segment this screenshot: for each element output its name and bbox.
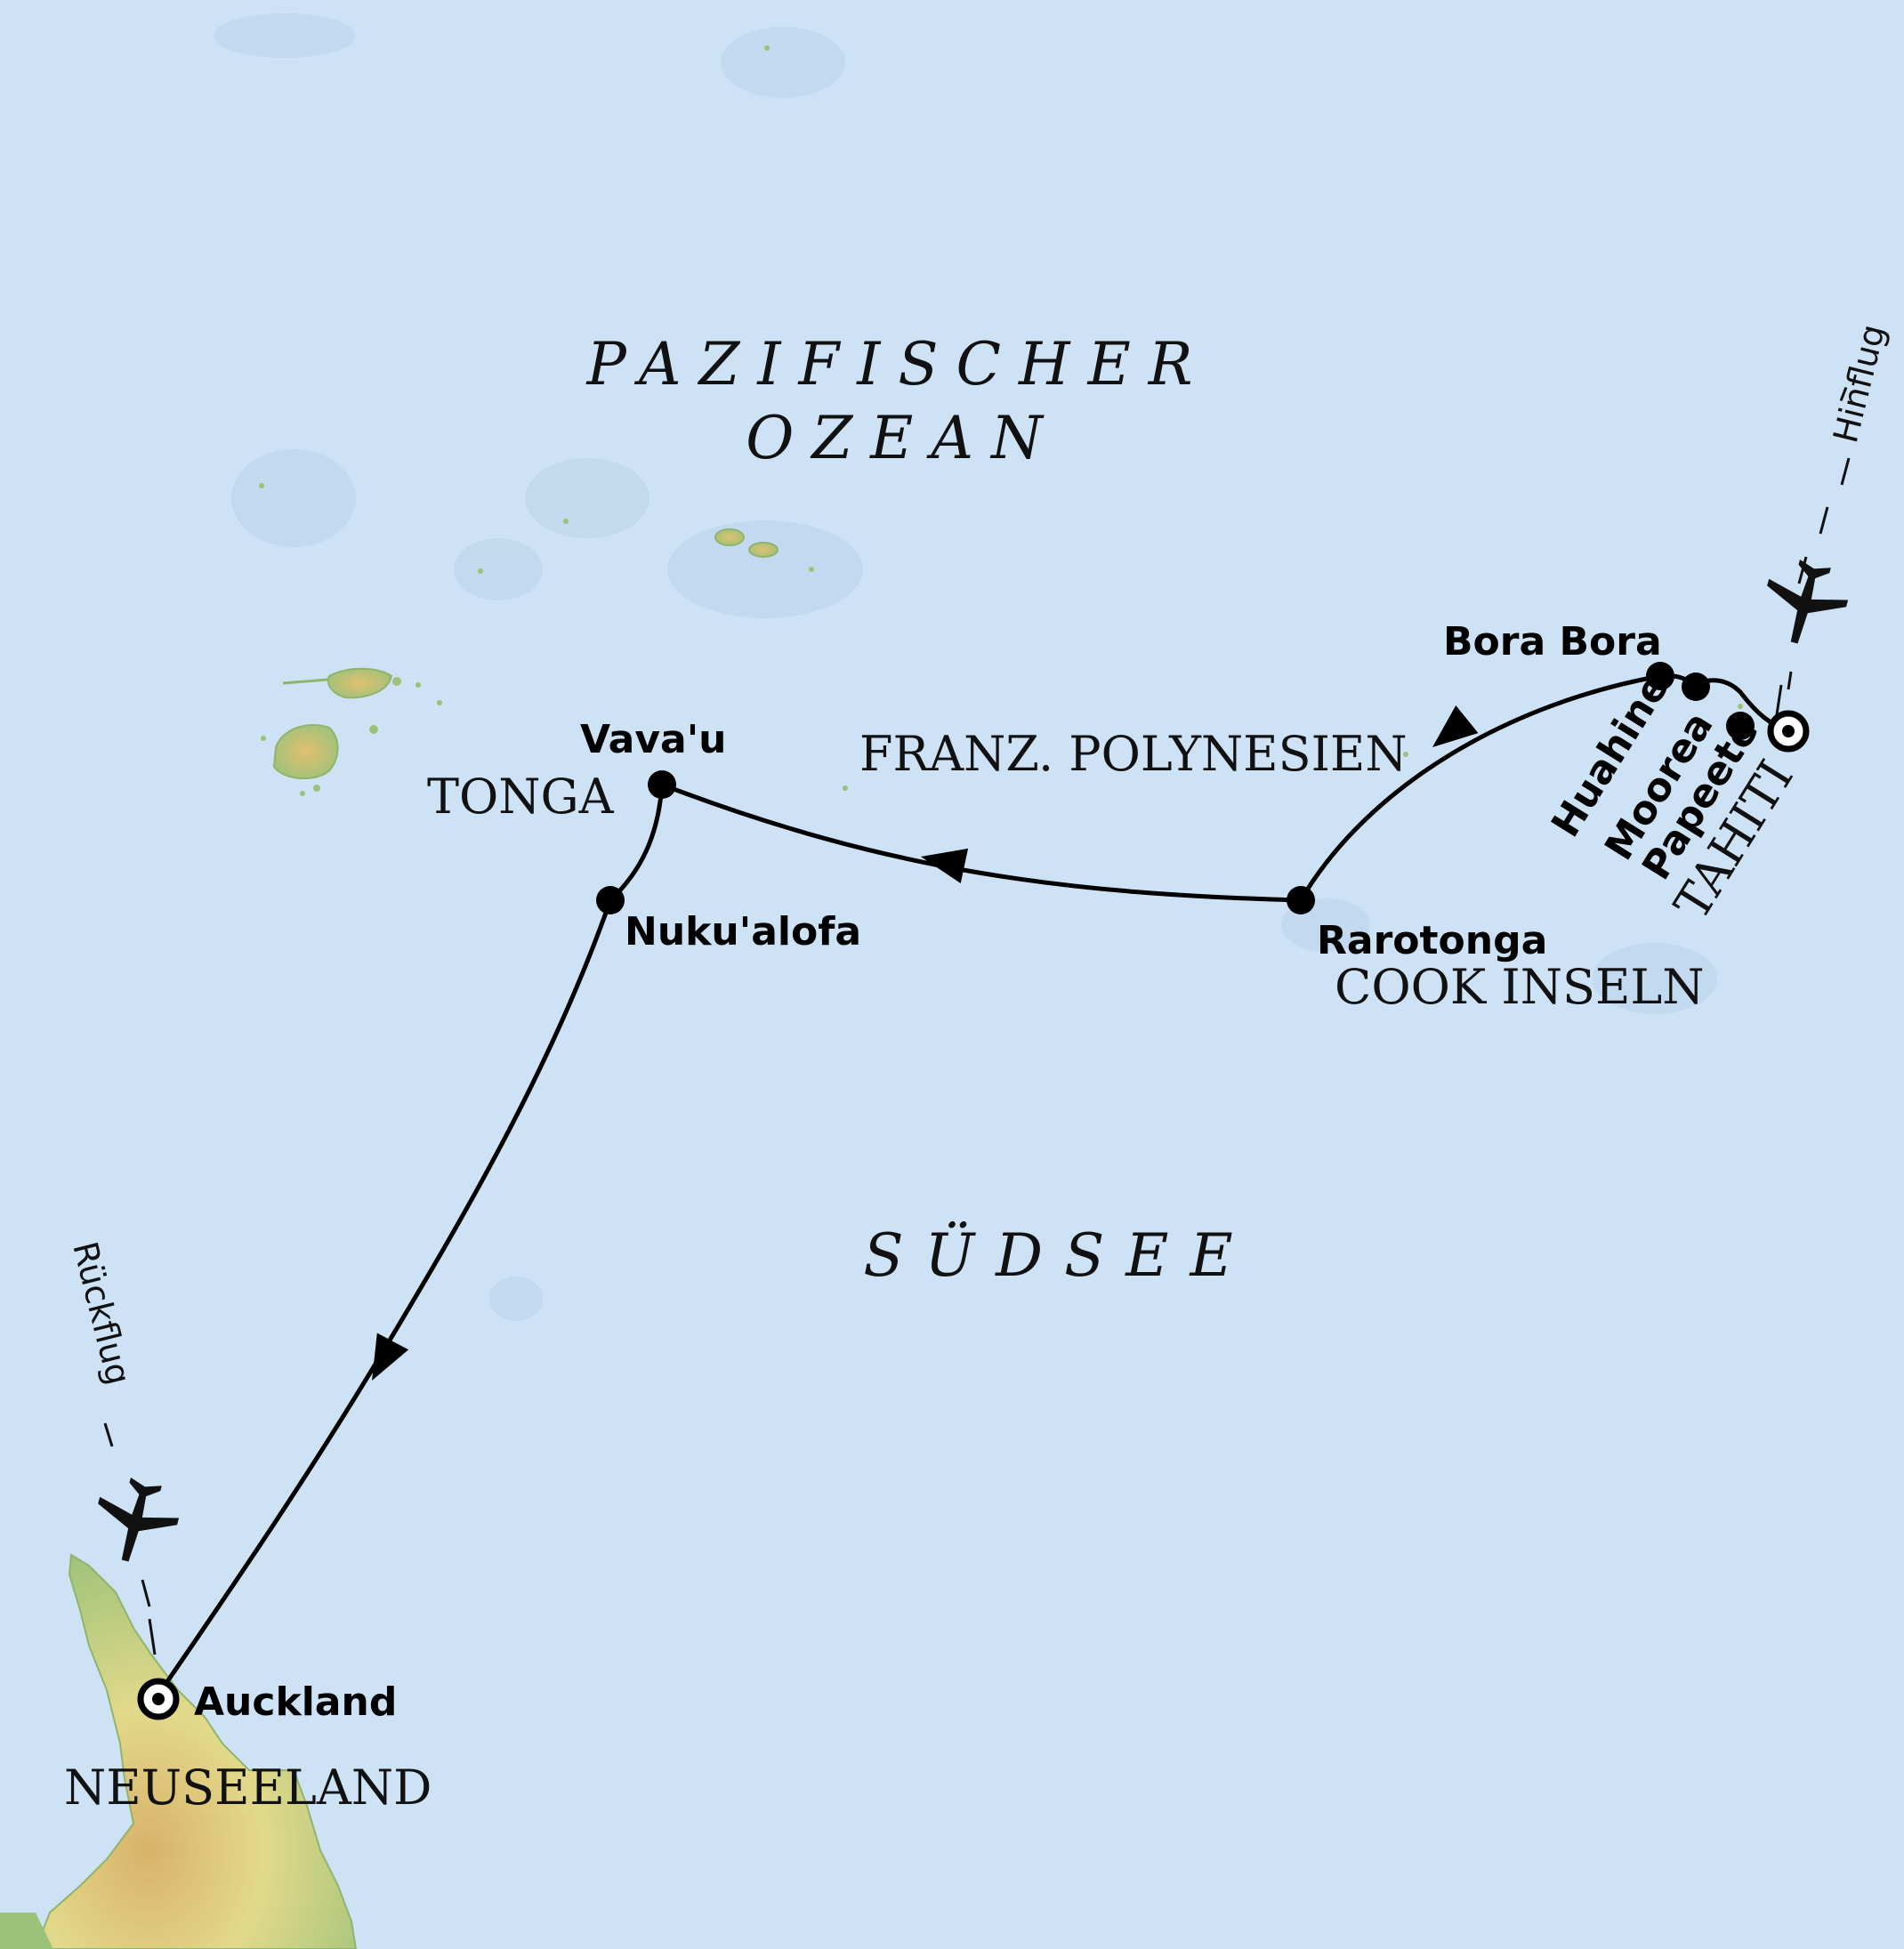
outbound-flight-dashes xyxy=(1787,457,1851,690)
port-label-vavau: Vava'u xyxy=(580,717,727,762)
port-stop-marker-icon xyxy=(596,886,625,914)
return-flight-dashes xyxy=(103,1422,157,1655)
sea-name: SÜDSEE xyxy=(863,1221,1254,1290)
new-zealand-coast-fragment xyxy=(0,1913,53,1949)
region-french-polynesia: FRANZ. POLYNESIEN xyxy=(859,726,1408,782)
start-end-port-marker-icon xyxy=(137,1678,180,1720)
port-label-nukualofa: Nuku'alofa xyxy=(625,909,861,954)
port-label-auckland: Auckland xyxy=(194,1679,397,1725)
port-label-rarotonga: Rarotonga xyxy=(1317,918,1547,963)
port-stops xyxy=(596,662,1755,914)
ocean-name-line2: OZEAN xyxy=(746,404,1061,472)
flight-label-outbound-underline xyxy=(1839,386,1848,402)
port-stop-marker-icon xyxy=(648,770,676,799)
start-end-port-marker-icon xyxy=(1767,710,1810,753)
region-tonga: TONGA xyxy=(427,769,615,825)
ocean-name-line1: PAZIFISCHER xyxy=(586,330,1211,399)
port-stop-marker-icon xyxy=(1682,672,1710,701)
port-stop-marker-icon xyxy=(1726,712,1755,740)
fiji-islands xyxy=(261,667,442,796)
port-label-bora-bora: Bora Bora xyxy=(1443,619,1662,664)
new-zealand-north-island xyxy=(34,1553,358,1949)
region-new-zealand: NEUSEELAND xyxy=(64,1760,432,1816)
region-cook-islands: COOK INSELN xyxy=(1335,959,1704,1015)
samoa-islands xyxy=(714,528,814,572)
route-rarotonga-vavau xyxy=(659,782,1303,903)
port-stop-marker-icon xyxy=(1287,886,1315,914)
port-stop-marker-icon xyxy=(1646,662,1674,690)
